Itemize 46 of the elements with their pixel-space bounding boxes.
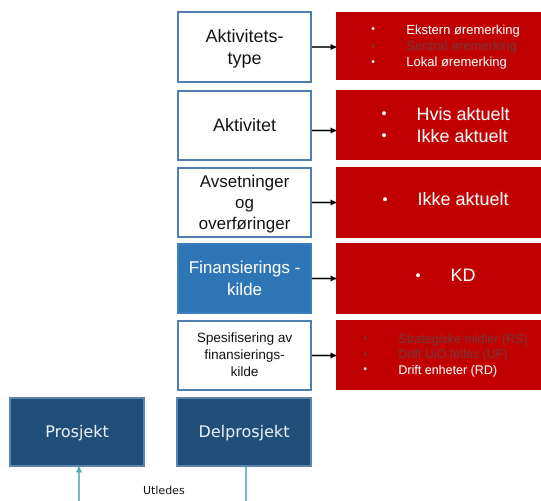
arrow bbox=[312, 276, 337, 282]
project-box bbox=[9, 397, 145, 467]
option-list-box bbox=[336, 243, 541, 314]
bullet: • bbox=[382, 190, 389, 208]
bullet: • bbox=[381, 104, 388, 123]
list-item: Sentral øremerking bbox=[406, 38, 518, 54]
option-list-box bbox=[336, 90, 541, 160]
list-item: Ikke aktuelt bbox=[417, 188, 509, 211]
bullet: • bbox=[363, 364, 368, 377]
list-item: Drift UiO felles (UF) bbox=[398, 347, 508, 363]
bullet: • bbox=[363, 333, 368, 346]
list-item: Lokal øremerking bbox=[406, 54, 508, 70]
list-item: Ekstern øremerking bbox=[406, 22, 520, 38]
option-list-box bbox=[336, 12, 541, 80]
arrow bbox=[312, 352, 337, 358]
process-box bbox=[177, 320, 312, 391]
box-label: Prosjekt bbox=[45, 422, 109, 442]
bullet: • bbox=[371, 40, 376, 52]
process-box bbox=[177, 11, 312, 83]
bullet: • bbox=[381, 127, 388, 146]
bullet: • bbox=[363, 348, 368, 362]
list-item: KD bbox=[450, 264, 476, 287]
arrow bbox=[312, 200, 337, 206]
list-item: Ikke aktuelt bbox=[416, 125, 509, 148]
list-item: Strategiske midler (RS) bbox=[398, 332, 528, 348]
bullet: • bbox=[371, 56, 376, 69]
box-label: Aktivitet bbox=[212, 114, 276, 137]
bullet: • bbox=[415, 266, 422, 284]
bullet: • bbox=[371, 23, 376, 36]
arrow bbox=[312, 128, 337, 134]
process-box bbox=[177, 90, 312, 161]
box-label: Delprosjekt bbox=[198, 422, 290, 442]
arrow bbox=[312, 44, 337, 50]
highlighted-box bbox=[177, 243, 312, 314]
list-item: Drift enheter (RD) bbox=[398, 362, 498, 378]
edge-label: Utledes bbox=[143, 484, 185, 497]
option-list-box bbox=[336, 320, 541, 390]
box-label: Avsetninger og overføringer bbox=[198, 170, 292, 234]
box-label: Spesifisering av finansierings- kilde bbox=[196, 330, 294, 381]
list-item: Hvis aktuelt bbox=[416, 102, 510, 125]
box-label: Finansierings -kilde bbox=[188, 257, 300, 300]
option-list-box bbox=[336, 167, 541, 238]
arrow bbox=[76, 466, 247, 501]
project-box bbox=[176, 397, 312, 467]
box-label: Aktivitets- type bbox=[204, 24, 284, 70]
process-box bbox=[177, 167, 312, 238]
